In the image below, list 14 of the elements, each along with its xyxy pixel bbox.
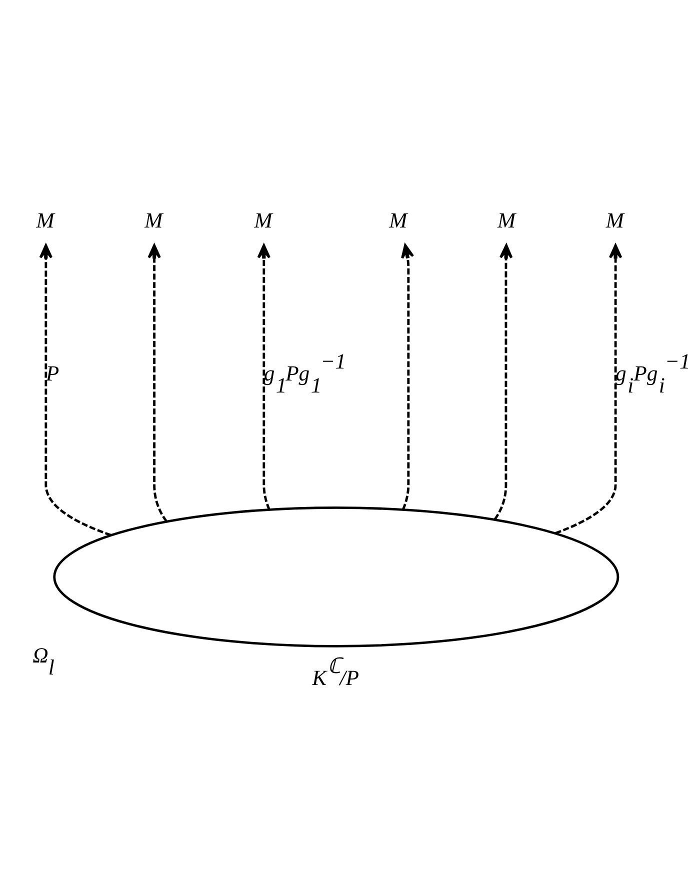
arrow bbox=[148, 244, 168, 522]
arrow bbox=[494, 244, 513, 520]
node-text: M bbox=[36, 208, 54, 233]
arrow bbox=[401, 244, 414, 510]
arrow bbox=[257, 244, 271, 510]
node-text: M bbox=[144, 208, 163, 233]
arrow bbox=[554, 244, 622, 534]
node-text: M bbox=[389, 208, 408, 233]
node-text: M bbox=[606, 208, 624, 233]
edge-label: P bbox=[46, 362, 60, 386]
node-ellipse bbox=[53, 506, 620, 648]
arrow bbox=[39, 244, 112, 536]
node-text: M bbox=[498, 208, 516, 233]
node-text: M bbox=[254, 208, 272, 233]
